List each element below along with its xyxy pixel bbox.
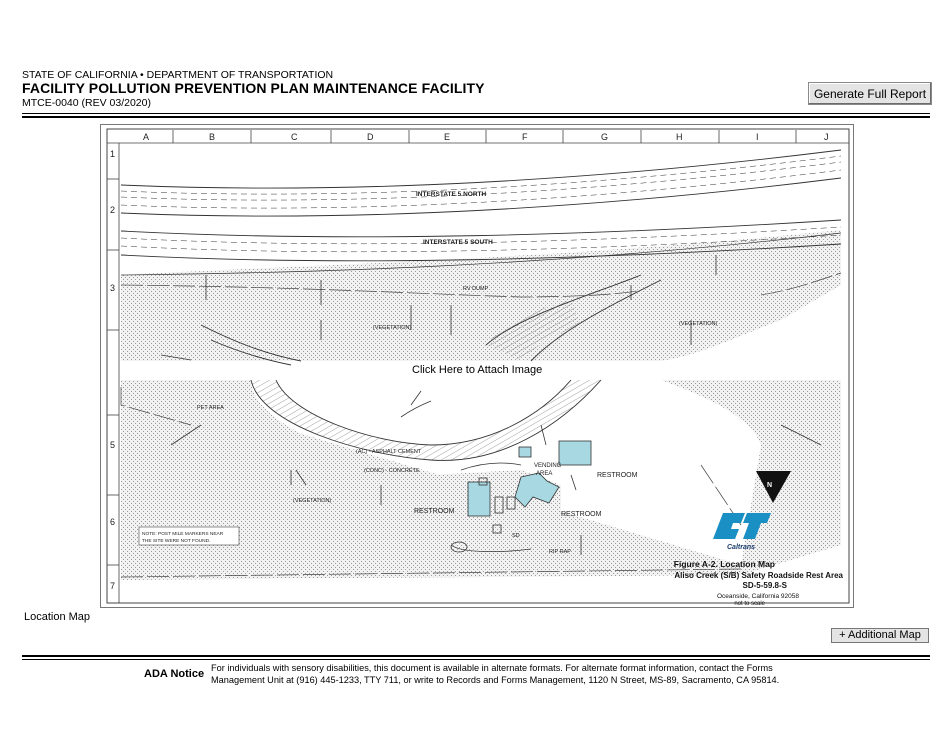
col-label: G xyxy=(601,132,608,142)
col-label: C xyxy=(291,132,298,142)
caltrans-logo: Caltrans xyxy=(713,513,771,551)
col-label: D xyxy=(367,132,374,142)
restroom-mid-building xyxy=(514,472,560,508)
rip-rap-label: RIP RAP xyxy=(549,549,571,555)
note-text: THE SITE WERE NOT FOUND. xyxy=(142,538,210,544)
col-label: A xyxy=(143,132,149,142)
row-label: 6 xyxy=(110,517,115,527)
page-title: FACILITY POLLUTION PREVENTION PLAN MAINT… xyxy=(22,80,485,96)
figure-city: Oceanside, California 92058 xyxy=(717,593,799,600)
rv-dump-label: RV DUMP xyxy=(463,286,489,292)
additional-map-button[interactable]: + Additional Map xyxy=(831,628,929,643)
vending-label: VENDING xyxy=(534,463,562,469)
pet-area-label: PET AREA xyxy=(197,405,224,411)
row-label: 2 xyxy=(110,205,115,215)
concrete-legend: (CONC) - CONCRETE xyxy=(364,468,420,474)
header-divider xyxy=(22,113,930,114)
footer-divider-thick xyxy=(22,655,930,657)
asphalt-legend: (AC) - ASPHALT CEMENT xyxy=(356,449,422,455)
col-label: I xyxy=(756,132,759,142)
north-arrow-icon xyxy=(756,471,791,503)
ada-notice-title: ADA Notice xyxy=(144,668,205,680)
agency-line: STATE OF CALIFORNIA • DEPARTMENT OF TRAN… xyxy=(22,69,334,81)
vending-label: AREA xyxy=(536,471,552,477)
map-caption: Location Map xyxy=(24,611,91,623)
svg-text:Caltrans: Caltrans xyxy=(727,544,755,551)
note-text: NOTE: POST MILE MARKERS NEAR xyxy=(142,531,224,537)
interstate-5-south-label: INTERSTATE 5 SOUTH xyxy=(423,239,493,246)
row-label: 1 xyxy=(110,149,115,159)
vegetation-label: (VEGETATION) xyxy=(373,325,411,331)
restroom-left-building xyxy=(467,481,491,517)
row-label: 7 xyxy=(110,581,115,591)
row-label: 5 xyxy=(110,440,115,450)
restroom-right-building xyxy=(558,440,592,466)
col-label: E xyxy=(444,132,450,142)
col-label: H xyxy=(676,132,683,142)
row-label: 3 xyxy=(110,283,115,293)
storm-drain-label: SD xyxy=(512,533,520,539)
generate-report-button[interactable]: Generate Full Report xyxy=(808,82,932,105)
location-map-image: A B C D E F G H I J 1 2 3 5 6 7 xyxy=(106,128,850,607)
figure-title: Figure A-2. Location Map xyxy=(674,559,775,569)
footer-divider xyxy=(22,659,930,660)
vegetation-label: (VEGETATION) xyxy=(679,321,717,327)
form-number: MTCE-0040 (REV 03/2020) xyxy=(22,97,151,109)
figure-scale: not to scale xyxy=(734,601,765,607)
figure-subtitle: Aliso Creek (S/B) Safety Roadside Rest A… xyxy=(674,571,843,580)
header-divider-thick xyxy=(22,116,930,118)
col-label: F xyxy=(522,132,528,142)
col-label: B xyxy=(209,132,215,142)
interstate-5-north-label: INTERSTATE 5 NORTH xyxy=(416,191,486,198)
attach-image-label[interactable]: Click Here to Attach Image xyxy=(410,364,545,376)
restroom-label: RESTROOM xyxy=(561,511,602,518)
figure-route: SD-5-59.8-S xyxy=(743,581,788,590)
restroom-label: RESTROOM xyxy=(414,508,455,515)
col-label: J xyxy=(824,132,829,142)
restroom-label: RESTROOM xyxy=(597,472,638,479)
ada-notice-text: For individuals with sensory disabilitie… xyxy=(211,663,780,685)
svg-text:N: N xyxy=(767,482,772,489)
vegetation-label: (VEGETATION) xyxy=(293,498,331,504)
